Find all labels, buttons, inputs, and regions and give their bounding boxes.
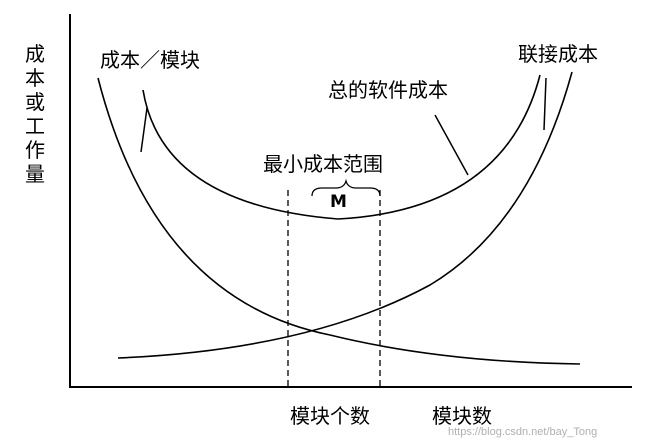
- y-axis-label-char: 成: [25, 42, 45, 66]
- module-count-label: 模块个数: [290, 404, 370, 428]
- m-brace: [311, 178, 381, 197]
- y-axis-label-char: 作: [25, 138, 45, 162]
- y-axis-label-char: 量: [25, 162, 45, 186]
- interface-cost-label: 联接成本: [518, 42, 598, 66]
- total-cost-curve: [142, 74, 541, 220]
- watermark-text: https://blog.csdn.net/bay_Tong: [448, 426, 598, 438]
- y-axis-label-char: 或: [25, 90, 45, 114]
- pointer-total: [434, 114, 469, 176]
- total-cost-label: 总的软件成本: [328, 78, 448, 102]
- min-cost-range-label: 最小成本范围: [263, 152, 383, 176]
- pointer-interface: [543, 77, 547, 131]
- pointer-per-module: [140, 107, 148, 153]
- y-axis-label-char: 本: [25, 66, 45, 90]
- cost-per-module-curve: [97, 77, 581, 365]
- interface-cost-curve: [117, 71, 573, 359]
- m-label: M: [330, 192, 347, 212]
- y-axis-label-char: 工: [25, 114, 45, 138]
- per-module-cost-label: 成本／模块: [100, 48, 200, 72]
- y-axis-label: 成本或工作量: [24, 42, 46, 186]
- modules-label: 模块数: [432, 404, 492, 428]
